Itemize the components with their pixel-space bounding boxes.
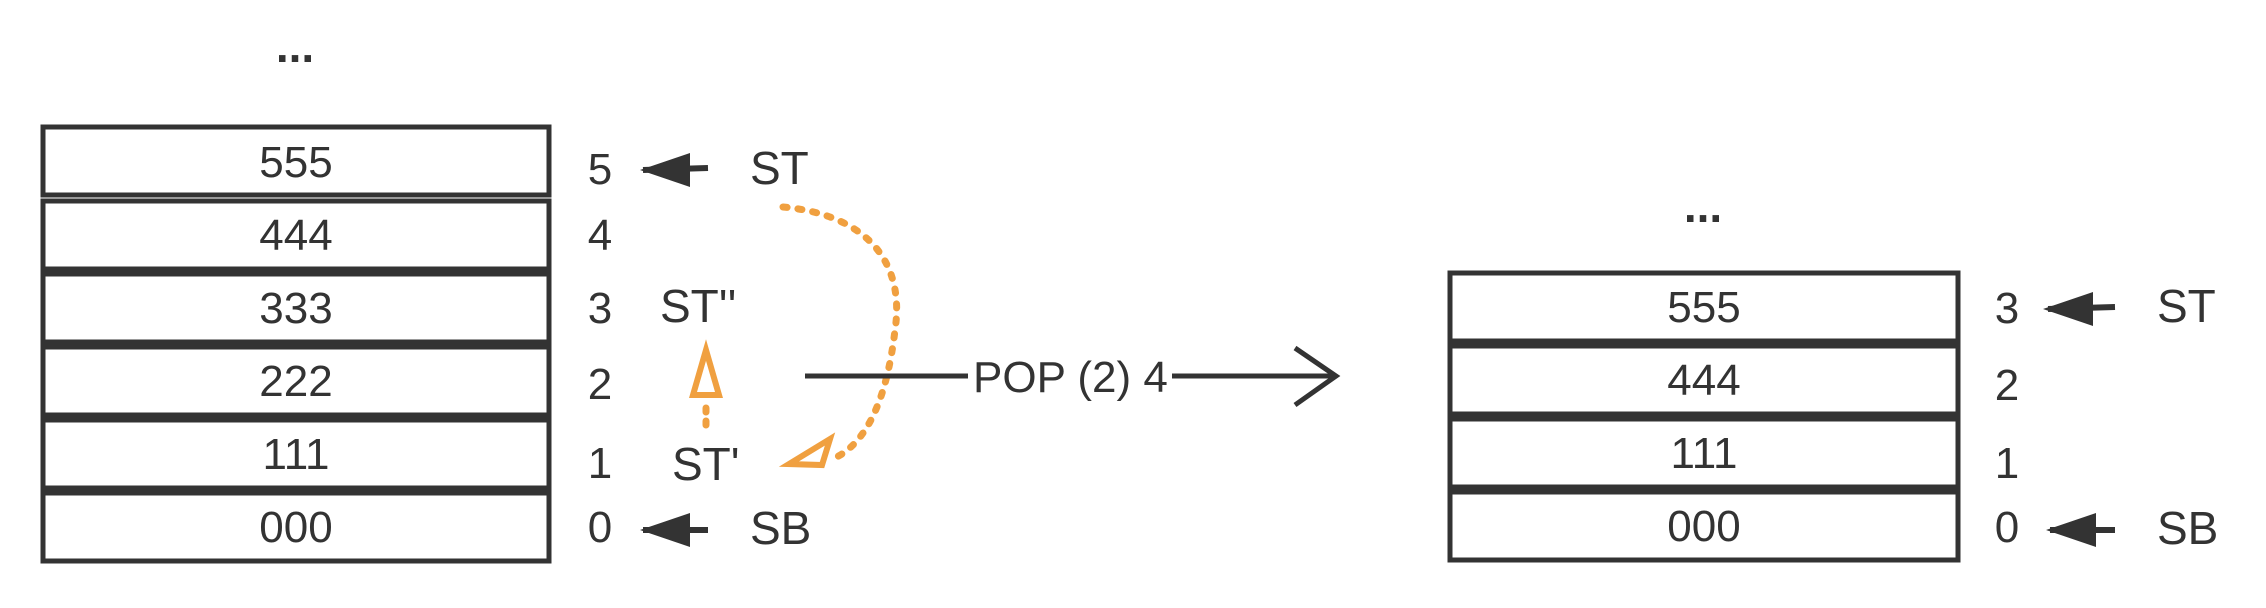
stack-after-index: 1 [1995, 439, 2019, 488]
stack-before-index: 4 [588, 211, 612, 260]
stack-top-pointer-before: ST [640, 142, 809, 194]
stack-after-index: 0 [1995, 503, 2019, 552]
stack-before-cell-value: 555 [259, 138, 332, 187]
stack-before-cell-value: 222 [259, 357, 332, 406]
stack-base-label: SB [750, 502, 811, 554]
arrowhead-icon [640, 153, 690, 187]
stack-before: ... 555 444 333 222 111 000 5 4 3 2 [40, 20, 901, 564]
stack-before-index: 5 [588, 145, 612, 194]
stack-before-cell-2: 222 [40, 344, 552, 418]
open-arrowhead-icon [1293, 345, 1341, 408]
stack-before-cell-0: 000 [40, 490, 552, 564]
stack-before-cell-value: 111 [263, 430, 330, 479]
stack-base-label: SB [2157, 502, 2218, 554]
stack-before-index: 3 [588, 284, 612, 333]
triangle-arrowhead-icon [689, 339, 723, 398]
stack-after-index: 3 [1995, 284, 2019, 333]
pop-operation: POP (2) 4 [805, 345, 1341, 408]
stack-after-cell-1: 111 [1447, 416, 1961, 490]
stack-after-cell-0: 000 [1447, 489, 1961, 563]
stack-before-cell-4: 444 [40, 198, 552, 272]
stack-before-cell-3: 333 [40, 271, 552, 345]
stack-before-cell-value: 333 [259, 284, 332, 333]
stack-before-cell-value: 000 [259, 503, 332, 552]
arrowhead-icon [2043, 292, 2093, 326]
stack-after: ... 555 444 111 000 3 2 1 0 ST [1447, 180, 2218, 563]
arrowhead-icon [640, 513, 690, 547]
stack-after-ellipsis: ... [1684, 180, 1722, 232]
pop-move-dotted-arc [779, 203, 901, 464]
stack-before-cell-5: 555 [40, 124, 552, 198]
stack-after-cell-value: 444 [1667, 356, 1740, 405]
arrowhead-icon [2046, 513, 2096, 547]
st-prime-label: ST' [672, 438, 740, 490]
stack-top-pointer-after: ST [2043, 280, 2216, 332]
stack-after-cell-value: 000 [1667, 502, 1740, 551]
stack-after-cell-3: 555 [1447, 270, 1961, 344]
stack-after-cell-value: 111 [1671, 429, 1738, 478]
stack-top-label: ST [2157, 280, 2216, 332]
stack-bottom-pointer-before: SB [640, 502, 811, 554]
st-double-prime-label: ST'' [660, 280, 736, 332]
stack-after-cell-2: 444 [1447, 343, 1961, 417]
pop-operation-label: POP (2) 4 [973, 353, 1168, 402]
stack-after-index: 2 [1995, 361, 2019, 410]
stack-before-cell-1: 111 [40, 417, 552, 491]
stack-before-ellipsis: ... [276, 20, 314, 72]
stack-after-cell-value: 555 [1667, 283, 1740, 332]
triangle-arrowhead-icon [778, 432, 836, 469]
stack-before-index: 0 [588, 503, 612, 552]
stack-bottom-pointer-after: SB [2046, 502, 2218, 554]
stack-before-index: 2 [588, 360, 612, 409]
stack-before-index: 1 [588, 439, 612, 488]
stack-top-label: ST [750, 142, 809, 194]
stack-before-cell-value: 444 [259, 211, 332, 260]
